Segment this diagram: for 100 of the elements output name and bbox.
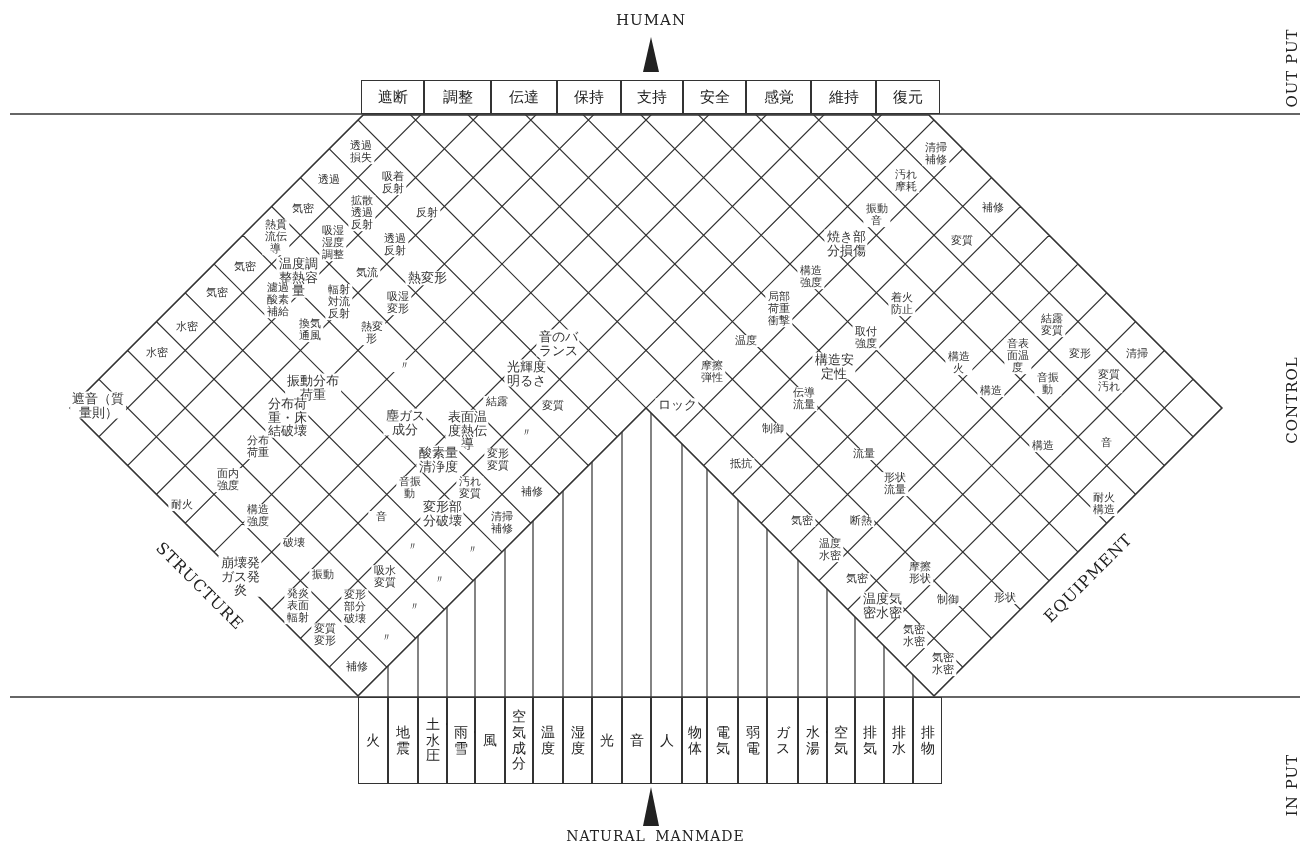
cell-text: 結露変質 [1038,313,1066,337]
cell-text: 形状 [991,592,1019,604]
cell-text: 音振動 [1034,372,1062,396]
cell-text: 吸水変質 [371,565,399,589]
cell-text: 変質変形 [311,623,339,647]
input-box: 音 [622,697,651,784]
cell-text: 焼き部分損傷 [824,229,868,257]
cell-text: 伝導流量 [790,387,818,411]
cell-text: 補修 [979,202,1007,214]
cell-text: 発炎表面輻射 [284,588,312,624]
cell-text: 吸湿湿度調整 [319,225,347,261]
cell-text: 気密水密 [900,624,928,648]
function-box: 伝達 [491,80,557,114]
cell-text: 音表面温度 [1004,338,1032,374]
cell-text: 水密 [173,321,201,333]
cell-text: 変形部分破壊 [341,589,369,625]
function-box: 保持 [557,80,621,114]
cell-text: 音のバランス [536,329,580,357]
cell-text: 温度気密水密 [860,591,904,619]
cell-text: 耐火構造 [1090,492,1118,516]
cell-text: 補修 [518,486,546,498]
cell-text: ロック [655,398,699,412]
cell-text: 気密 [843,573,871,585]
axis-label: MANMADE [655,828,745,844]
cell-text: 制御 [934,594,962,606]
axis-label: HUMAN [616,11,686,29]
cell-text: 換気通風 [296,318,324,342]
cell-text: 構造安定性 [812,352,856,380]
input-box: 光 [592,697,622,784]
cell-text: 清掃 [1123,348,1151,360]
input-box: ガス [767,697,798,784]
cell-text: 輻射対流反射 [325,284,353,320]
cell-text: 変形 [1066,348,1094,360]
cell-text: 変形変質 [484,448,512,472]
cell-text: 摩擦弾性 [698,360,726,384]
cell-text: 変質 [948,235,976,247]
cell-text: 透過反射 [381,233,409,257]
cell-text: 透過 [315,174,343,186]
cell-text: 水密 [143,347,171,359]
cell-text: 濾過酸素補給 [264,282,292,318]
cell-text: 構造強度 [797,265,825,289]
input-box: 空気成分 [505,697,533,784]
input-box: 土・水圧 [418,697,447,784]
cell-text: 耐火 [168,499,196,511]
cell-text: 気密 [231,261,259,273]
input-box: 地震 [388,697,418,784]
input-box: 湿度 [563,697,592,784]
input-box: 風 [475,697,505,784]
cell-text: 面内強度 [214,468,242,492]
cell-text: 気密 [788,515,816,527]
cell-text: 気流 [353,267,381,279]
function-box: 復元 [876,80,940,114]
cell-text: 結露 [483,396,511,408]
cell-text: 気密水密 [929,652,957,676]
input-box: 排水 [884,697,913,784]
cell-text: 汚れ摩耗 [892,169,920,193]
axis-label: IN PUT [1283,753,1301,817]
cell-text: 変質汚れ [1095,369,1123,393]
cell-text: 流量 [850,448,878,460]
cell-text: 制御 [759,423,787,435]
cell-text: 振動 [309,569,337,581]
cell-text: 熱貫流伝導 [262,219,290,255]
cell-text: 熱変形 [358,321,386,345]
cell-text: 音振動 [396,476,424,500]
cell-text: 遮音（質量則） [70,391,126,419]
cell-text: 取付強度 [852,326,880,350]
cell-text: 変形部分破壊 [420,499,464,527]
cell-text: 分布荷重 [244,435,272,459]
cell-text: 補修 [343,661,371,673]
cell-text: 摩擦形状 [906,561,934,585]
axis-label: NATURAL [566,828,646,844]
function-box: 感覚 [746,80,811,114]
cell-text: 吸湿変形 [384,291,412,315]
input-box: 人 [651,697,682,784]
cell-text: 清掃補修 [922,142,950,166]
cell-text: 構造火 [945,351,973,375]
input-box: 弱電 [738,697,767,784]
cell-text: 構造 [1029,440,1057,452]
cell-text: 温度 [732,335,760,347]
cell-text: 光輝度明るさ [504,359,548,387]
cell-text: 断熱 [847,515,875,527]
cell-text: 塵ガス成分 [383,408,427,436]
cell-text: 着火防止 [888,292,916,316]
function-box: 維持 [811,80,876,114]
cell-text: 吸着反射 [379,171,407,195]
input-box: 雨・雪 [447,697,475,784]
input-box: 物体 [682,697,707,784]
function-box: 安全 [683,80,746,114]
cell-text: 気密 [203,287,231,299]
axis-label: CONTROL [1283,356,1301,444]
axis-label: OUT PUT [1283,28,1301,108]
cell-text: 気密 [289,203,317,215]
cell-text: 透過損失 [347,140,375,164]
cell-text: 反射 [413,207,441,219]
cell-text: 構造 [977,385,1005,397]
cell-text: 構造強度 [244,504,272,528]
input-box: 排気 [855,697,884,784]
cell-text: 温度水密 [816,538,844,562]
cell-text: 汚れ変質 [456,476,484,500]
cell-text: 抵抗 [727,458,755,470]
